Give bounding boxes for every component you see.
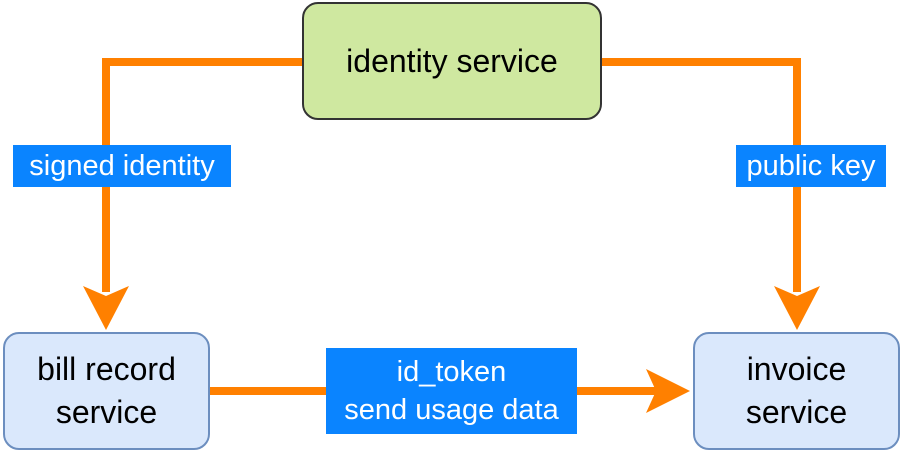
- signed-identity-label: signed identity: [13, 145, 231, 187]
- bill-record-service-label: bill record service: [37, 351, 176, 430]
- edge-bill-to-invoice-arrowhead: [646, 369, 690, 413]
- invoice-service-label: invoice service: [745, 351, 848, 430]
- identity-service-label: identity service: [346, 42, 558, 79]
- public-key-label: public key: [736, 145, 886, 187]
- edge-identity-to-invoice-arrowhead: [774, 286, 820, 330]
- id-token-send-usage-data-label: id_token send usage data: [326, 348, 577, 434]
- invoice-service-node[interactable]: invoice service: [693, 332, 900, 450]
- identity-service-node[interactable]: identity service: [302, 2, 602, 120]
- edge-identity-to-bill-arrowhead: [83, 286, 129, 330]
- edge-identity-to-invoice: [602, 58, 801, 292]
- bill-record-service-node[interactable]: bill record service: [3, 332, 210, 450]
- edge-identity-to-bill: [102, 58, 302, 292]
